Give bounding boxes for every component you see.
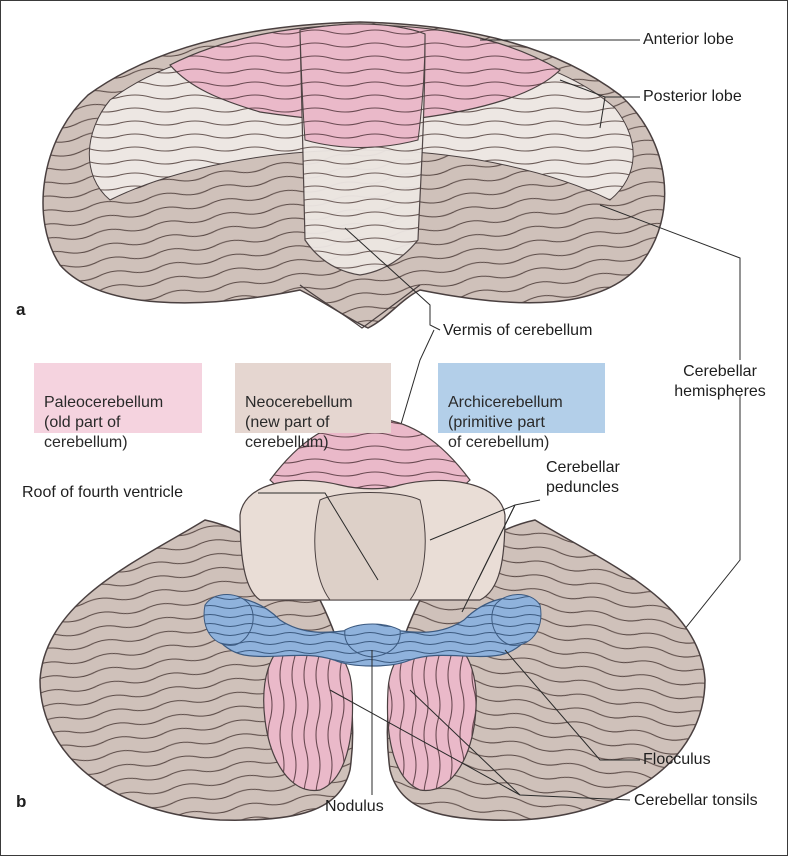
legend-paleocerebellum: Paleocerebellum (old part of cerebellum) xyxy=(34,363,202,433)
panel-label-a: a xyxy=(16,300,25,320)
label-vermis: Vermis of cerebellum xyxy=(443,321,592,341)
label-roof-fourth-ventricle: Roof of fourth ventricle xyxy=(22,483,183,503)
legend-archicerebellum-text: Archicerebellum (primitive part of cereb… xyxy=(448,394,563,451)
superior-view xyxy=(43,22,665,328)
legend-archicerebellum: Archicerebellum (primitive part of cereb… xyxy=(438,363,605,433)
label-nodulus: Nodulus xyxy=(325,797,384,817)
panel-label-b: b xyxy=(16,792,26,812)
fourth-ventricle-roof-b xyxy=(315,493,425,601)
label-cerebellar-tonsils: Cerebellar tonsils xyxy=(634,791,758,811)
label-anterior-lobe: Anterior lobe xyxy=(643,30,734,50)
label-posterior-lobe: Posterior lobe xyxy=(643,87,742,107)
label-cerebellar-peduncles: Cerebellar peduncles xyxy=(546,458,620,498)
label-flocculus: Flocculus xyxy=(643,750,711,770)
label-cerebellar-hemispheres: Cerebellar hemispheres xyxy=(660,362,780,402)
legend-neocerebellum: Neocerebellum (new part of cerebellum) xyxy=(235,363,391,433)
